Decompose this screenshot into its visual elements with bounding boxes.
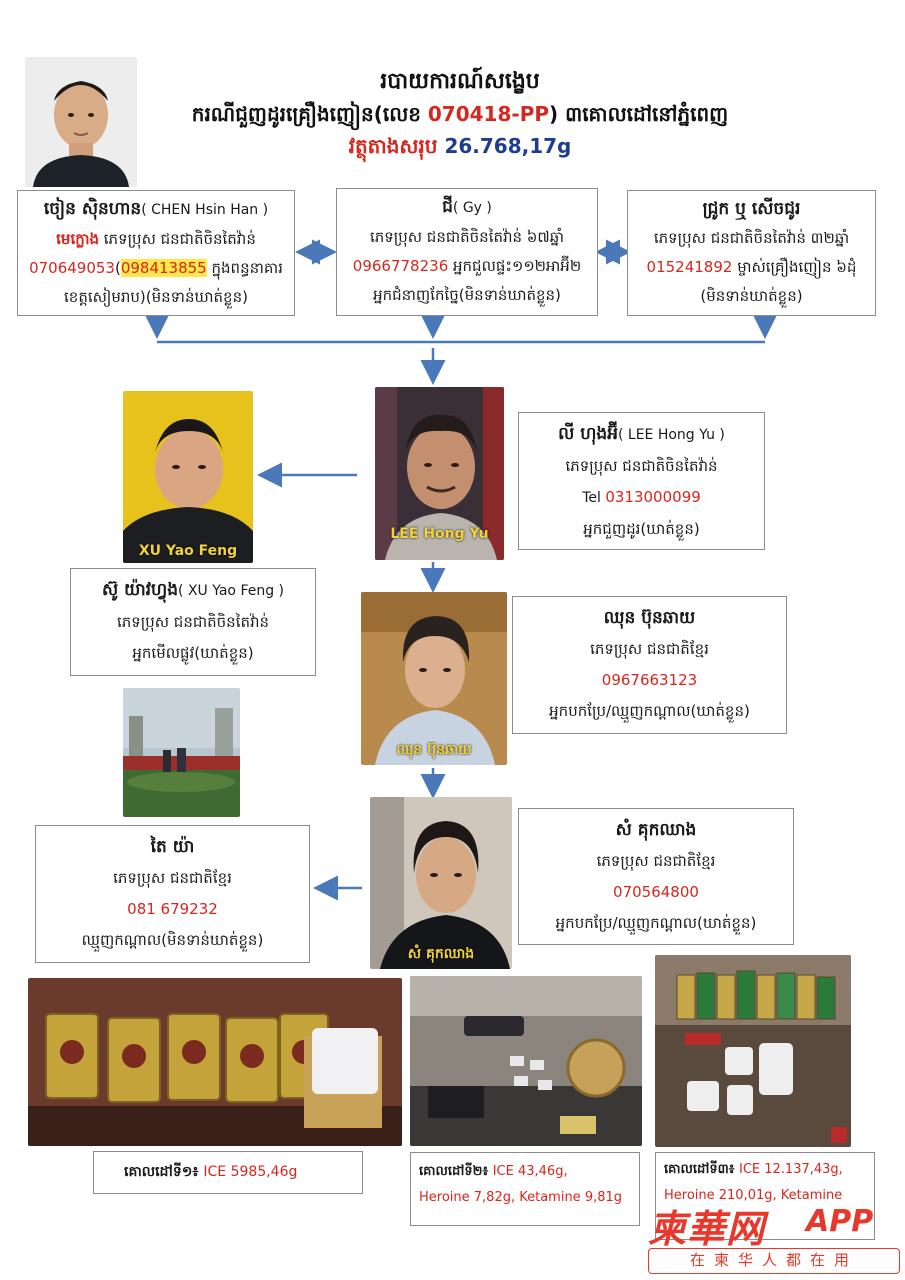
target-label-2: គោលដៅទី២៖ ICE 43,46g, Heroine 7,82g, Ket… [410,1152,640,1226]
evidence-photo-2 [410,976,642,1146]
caption-sam: សំ គុកឈាង [407,946,475,962]
suspect-box-lee: លី ហុងអ៊ី( LEE Hong Yu ) ភេទប្រុស ជនជាតិ… [518,412,765,550]
title-line-1: របាយការណ៍សង្ខេប [380,69,540,94]
report-title: របាយការណ៍សង្ខេប ករណីជួញដូរគ្រឿងញៀន(លេខ 0… [150,66,770,162]
caption-chhun: ឈុន ប៊ុនឆាយ [396,742,472,758]
photo-chhun: ឈុន ប៊ុនឆាយ [361,592,507,765]
suspect-box-third: ជ្រូក ឬ សើចជូរ ភេទប្រុស ជនជាតិចិនតៃវ៉ាន់… [627,190,876,316]
caption-lee: LEE Hong Yu [390,526,489,542]
suspect-box-chen: ចៀន ស៊ិនហាន( CHEN Hsin Han ) មេក្លោង ភេទ… [17,190,295,316]
photo-chen [25,57,137,187]
suspect-box-chhun: ឈុន ប៊ុនឆាយ ភេទប្រុស ជនជាតិខ្មែរ 0967663… [512,596,787,734]
photo-tai-scene [123,688,240,817]
title-line-2: ករណីជួញដូរគ្រឿងញៀន(លេខ 070418-PP) ៣គោលដៅ… [191,102,729,126]
watermark-app: APP [806,1204,874,1239]
photo-sam: សំ គុកឈាង [370,797,512,969]
suspect-box-xu: ស៊ូ យ៉ាវហ្វុង( XU Yao Feng ) ភេទប្រុស ជន… [70,568,316,676]
photo-xu: XU Yao Feng [123,391,253,563]
total-evidence: 26.768,17g [444,134,572,158]
title-line-3: វត្ថុតាងសរុប 26.768,17g [348,134,572,158]
caption-xu: XU Yao Feng [138,543,238,559]
suspect-box-tai: តៃ យ៉ា ភេទប្រុស ជនជាតិខ្មែរ 081 679232 ឈ… [35,825,310,963]
evidence-photo-1 [28,978,402,1146]
target-label-1: គោលដៅទី១៖ ICE 5985,46g [93,1151,363,1194]
suspect-box-gy: ជី( Gy ) ភេទប្រុស ជនជាតិចិនតៃវ៉ាន់ ៦៧ឆ្ន… [336,188,598,316]
watermark-slogan: 在柬华人都在用 [648,1248,900,1274]
suspect-box-sam: សំ គុកឈាង ភេទប្រុស ជនជាតិខ្មែរ 070564800… [518,808,794,945]
evidence-photo-3 [655,955,851,1147]
watermark-logo: 柬華网 APP 在柬华人都在用 [648,1198,900,1276]
target-label-3: គោលដៅទី៣៖ ICE 12.137,43g, Heroine 210,01… [655,1152,875,1240]
photo-lee: LEE Hong Yu [375,387,504,560]
case-code: 070418-PP [427,102,550,126]
watermark-brand: 柬華网 [648,1207,766,1251]
